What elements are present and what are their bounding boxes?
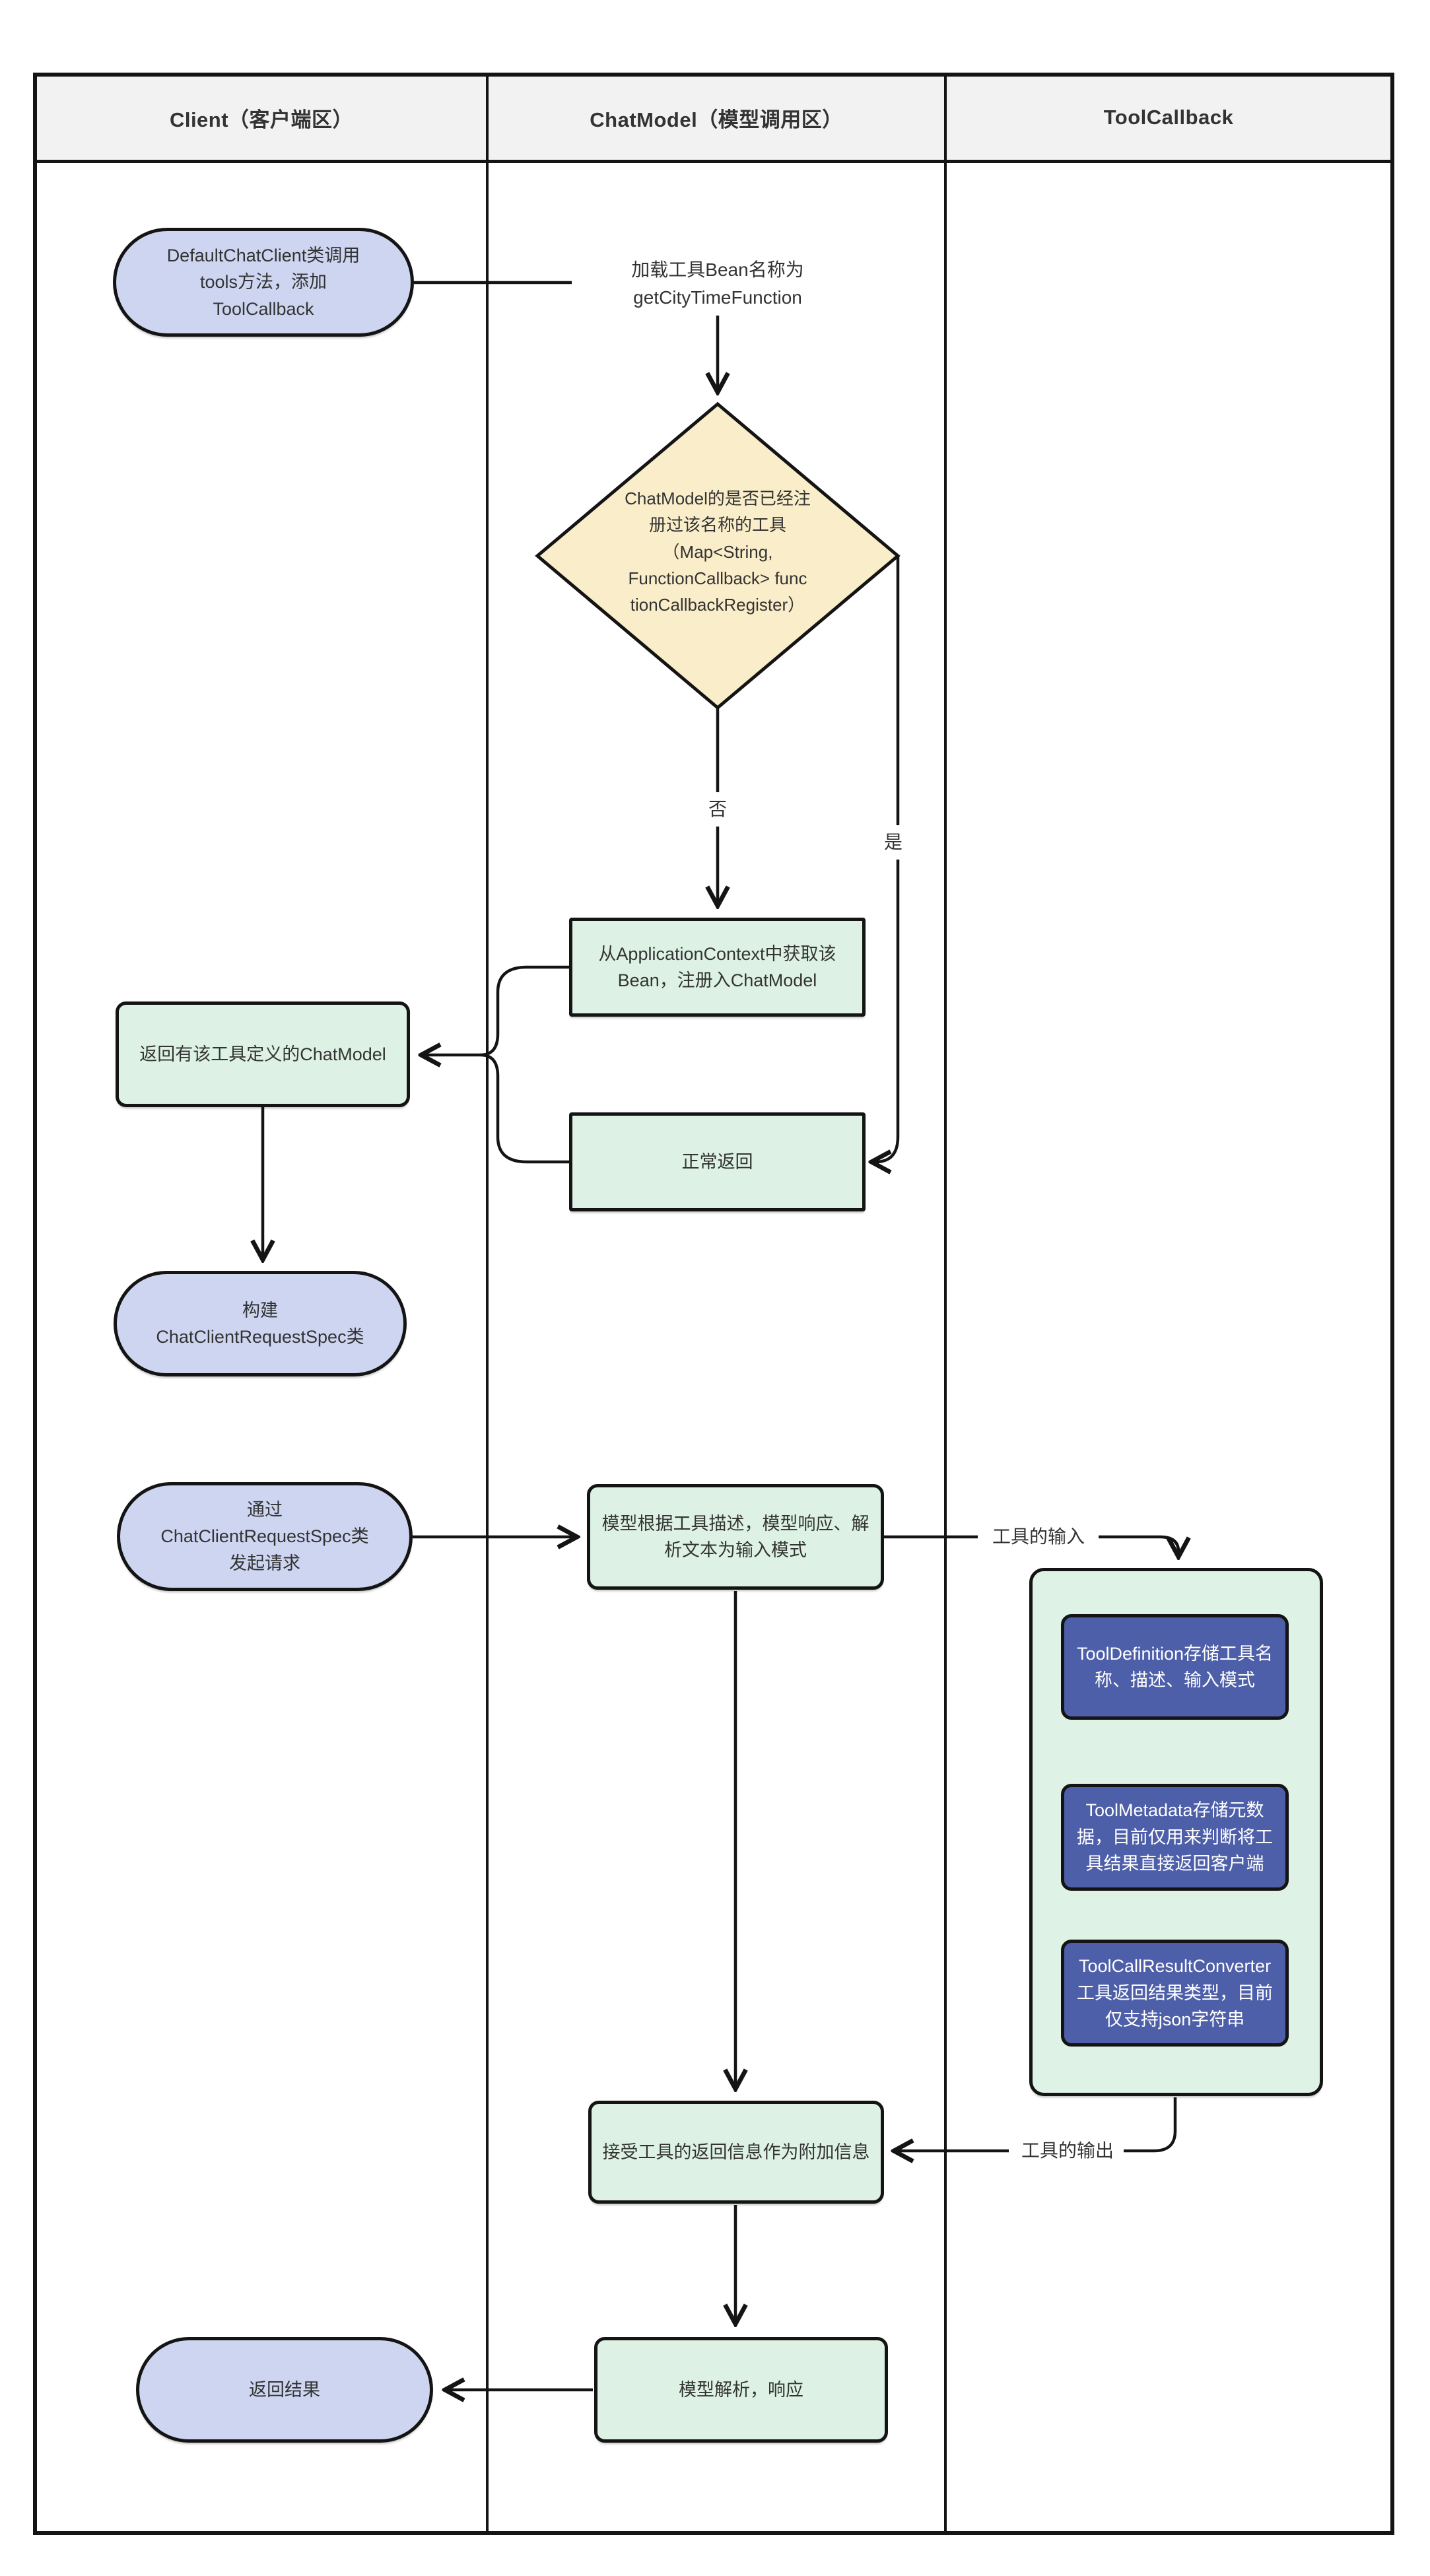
edge-merge-bottom [480, 1053, 569, 1164]
edge-yes-branch [873, 556, 900, 1162]
node-send-request: 通过 ChatClientRequestSpec类 发起请求 [117, 1482, 413, 1591]
node-tool-converter: ToolCallResultConverter 工具返回结果类型，目前 仅支持j… [1061, 1940, 1289, 2047]
lane-title-chatmodel: ChatModel（模型调用区） [590, 108, 843, 131]
node-return-chatmodel: 返回有该工具定义的ChatModel [116, 1001, 410, 1107]
node-normal-return: 正常返回 [569, 1112, 866, 1211]
diagram-frame [33, 73, 1394, 2535]
label-tool-input: 工具的输入 [984, 1518, 1093, 1555]
node-tool-metadata: ToolMetadata存储元数 据，目前仅用来判断将工 具结果直接返回客户端 [1061, 1784, 1289, 1891]
edge-container-to-outputlabel [1124, 2097, 1177, 2153]
label-load-bean: 加载工具Bean名称为 getCityTimeFunction [599, 252, 836, 316]
node-tool-definition: ToolDefinition存储工具名 称、描述、输入模式 [1061, 1614, 1289, 1720]
node-return-result: 返回结果 [136, 2337, 433, 2443]
edge-merge-top [480, 965, 569, 1057]
node-model-response: 模型解析，响应 [594, 2337, 888, 2443]
node-get-bean: 从ApplicationContext中获取该 Bean，注册入ChatMode… [569, 918, 866, 1017]
node-build-spec: 构建 ChatClientRequestSpec类 [114, 1271, 407, 1376]
lane-divider-1 [486, 73, 489, 2535]
lane-divider-2 [944, 73, 947, 2535]
label-yes: 是 [878, 825, 908, 860]
lane-title-toolcallback: ToolCallback [1103, 106, 1234, 129]
label-no: 否 [702, 792, 733, 827]
node-accept-return: 接受工具的返回信息作为附加信息 [588, 2101, 884, 2204]
label-tool-output: 工具的输出 [1013, 2132, 1122, 2169]
lane-title-client: Client（客户端区） [169, 108, 354, 131]
node-client-start: DefaultChatClient类调用 tools方法，添加 ToolCall… [113, 228, 414, 337]
node-decision-label: ChatModel的是否已经注 册过该名称的工具 （Map<String, Fu… [625, 489, 811, 615]
edge-inputlabel-to-container [1099, 1535, 1178, 1555]
node-model-input: 模型根据工具描述，模型响应、解 析文本为输入模式 [587, 1484, 884, 1590]
